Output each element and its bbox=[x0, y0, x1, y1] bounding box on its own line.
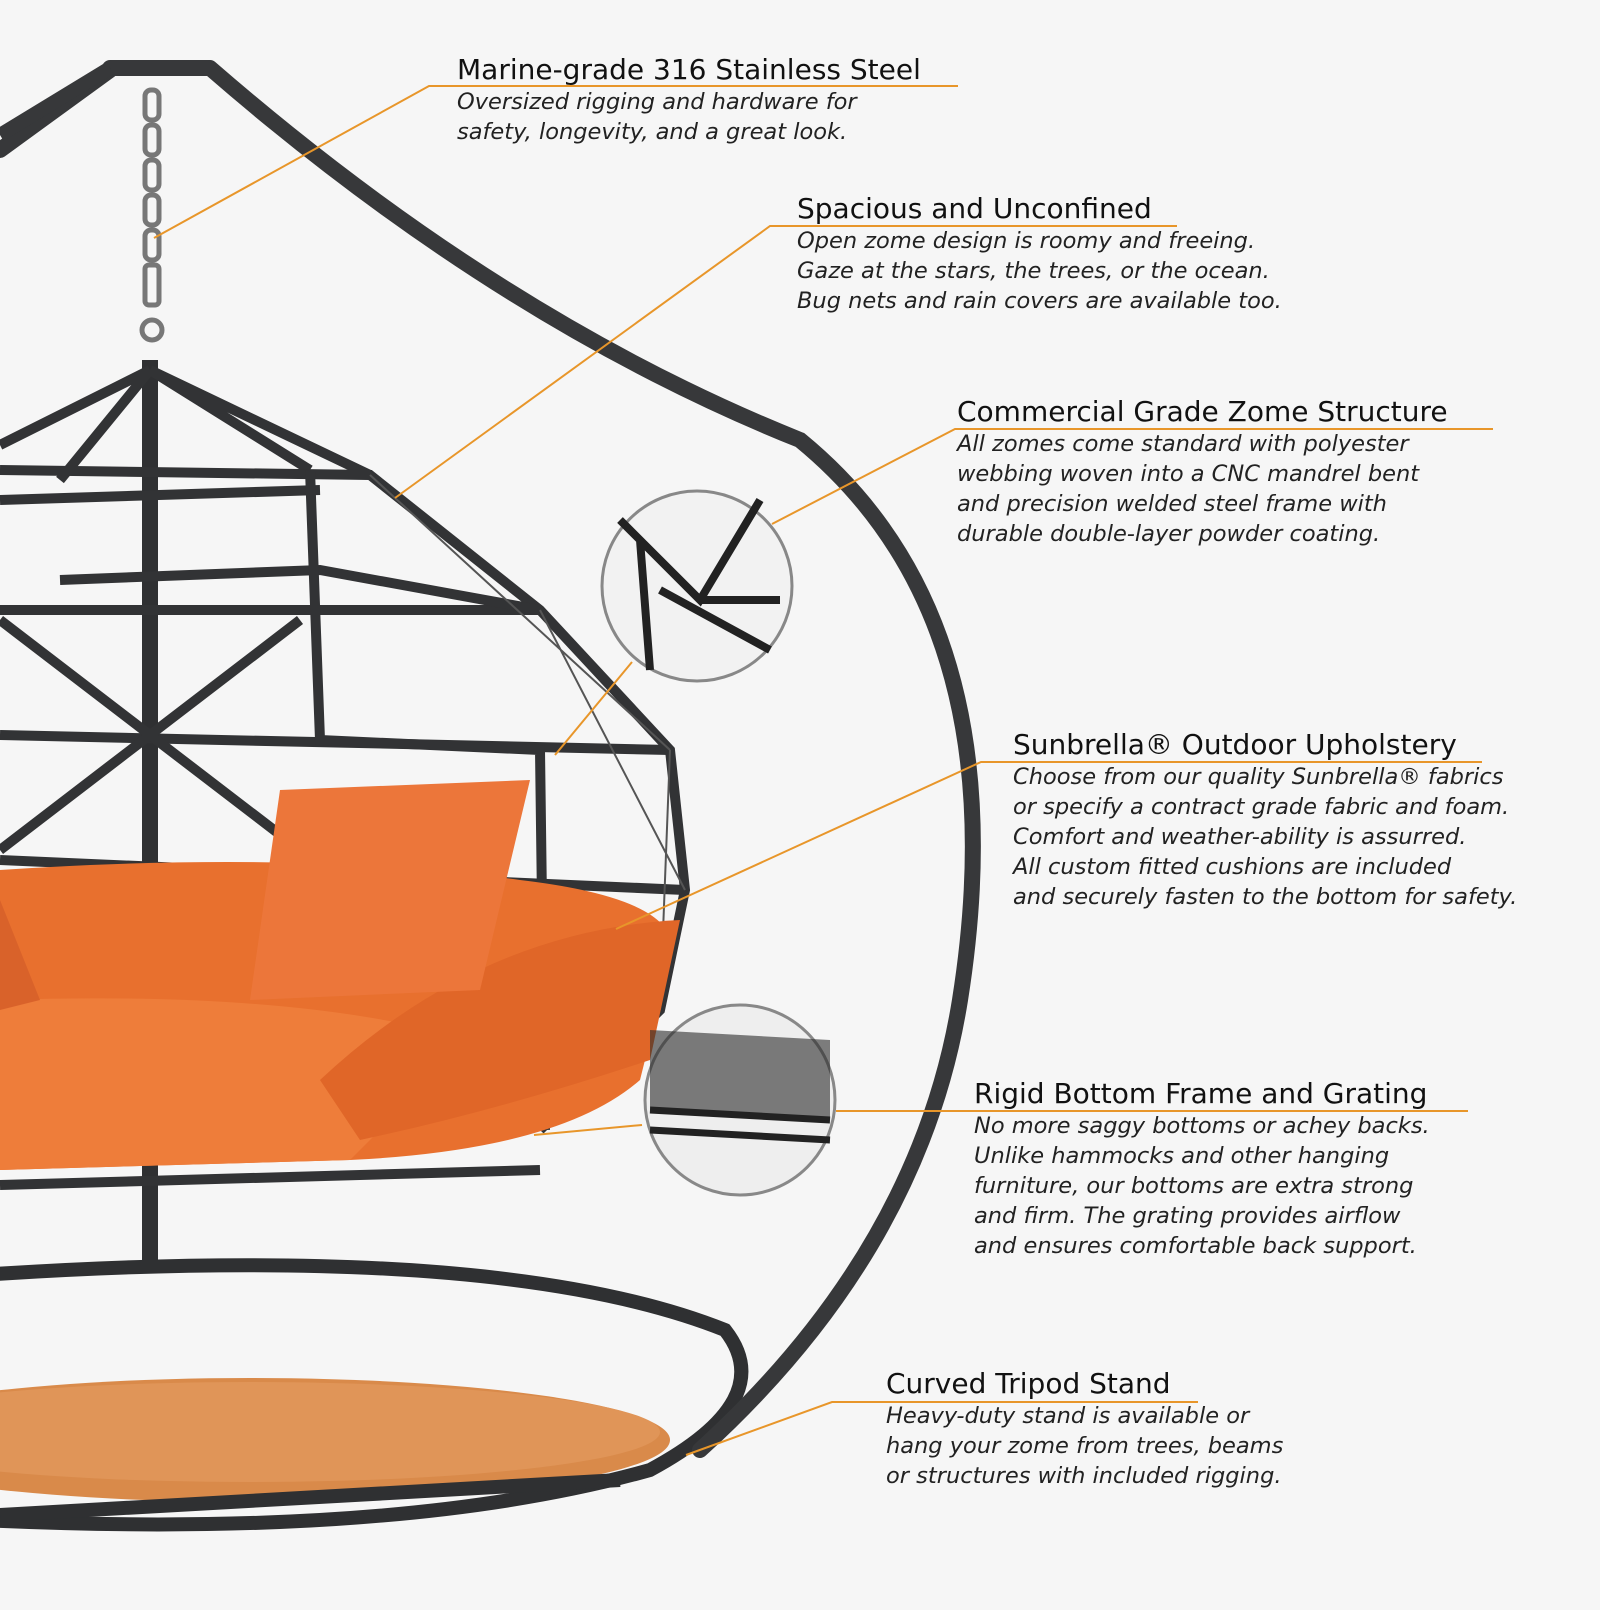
grating-detail-circle bbox=[643, 1003, 837, 1197]
callout-description: Choose from our quality Sunbrella® fabri… bbox=[1013, 764, 1518, 910]
callout-description: No more saggy bottoms or achey backs. Un… bbox=[974, 1113, 1430, 1259]
cushion bbox=[0, 780, 680, 1170]
callout-tripod-stand: Curved Tripod Stand Heavy-duty stand is … bbox=[886, 1367, 1283, 1491]
callout-stainless-steel: Marine-grade 316 Stainless Steel Oversiz… bbox=[457, 53, 921, 147]
leader-lines bbox=[153, 85, 1493, 1456]
webbing-detail-circle bbox=[600, 489, 794, 683]
callout-title: Sunbrella® Outdoor Upholstery bbox=[1013, 728, 1457, 761]
callout-spacious: Spacious and Unconfined Open zome design… bbox=[797, 192, 1282, 316]
callout-bottom-frame: Rigid Bottom Frame and Grating No more s… bbox=[974, 1077, 1430, 1261]
callout-description: All zomes come standard with polyester w… bbox=[957, 431, 1420, 547]
callout-description: Open zome design is roomy and freeing. G… bbox=[797, 228, 1282, 314]
stand-ring bbox=[0, 1258, 749, 1532]
callout-title: Rigid Bottom Frame and Grating bbox=[974, 1077, 1428, 1110]
callout-title: Curved Tripod Stand bbox=[886, 1367, 1171, 1400]
callout-upholstery: Sunbrella® Outdoor Upholstery Choose fro… bbox=[1013, 728, 1517, 912]
chain bbox=[139, 87, 165, 343]
callout-description: Oversized rigging and hardware for safet… bbox=[457, 89, 857, 145]
callout-title: Commercial Grade Zome Structure bbox=[957, 395, 1448, 428]
callout-zome-structure: Commercial Grade Zome Structure All zome… bbox=[957, 395, 1448, 549]
callout-description: Heavy-duty stand is available or hang yo… bbox=[886, 1403, 1284, 1489]
callout-title: Spacious and Unconfined bbox=[797, 192, 1152, 225]
callout-title: Marine-grade 316 Stainless Steel bbox=[457, 53, 921, 86]
